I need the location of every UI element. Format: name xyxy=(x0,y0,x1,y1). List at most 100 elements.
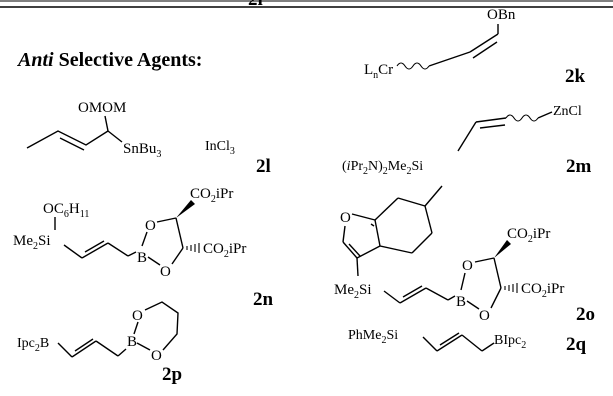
double-bond xyxy=(74,338,94,352)
methyl-bond xyxy=(424,185,443,207)
hash-bond xyxy=(186,243,200,253)
compound-id-2o: 2o xyxy=(576,304,595,325)
label-oxygen: O xyxy=(462,258,473,274)
compound-2q: PhMe2Si BIpc2 2q xyxy=(348,328,587,355)
compound-id-2q: 2q xyxy=(566,334,587,355)
bond xyxy=(383,290,401,304)
label-incl3: InCl3 xyxy=(205,139,235,157)
bond xyxy=(461,334,483,352)
bond xyxy=(107,130,123,143)
wavy-bond xyxy=(396,62,430,70)
bond xyxy=(466,300,480,310)
bond xyxy=(356,245,381,259)
bond xyxy=(57,342,73,358)
label-co2ipr: CO2iPr xyxy=(521,281,564,300)
label-boron: B xyxy=(137,250,147,266)
label-omom: OMOM xyxy=(78,100,126,116)
label-oxygen: O xyxy=(160,264,171,280)
compound-2k: LnCr OBn 2k xyxy=(364,7,586,87)
label-co2ipr: CO2iPr xyxy=(507,226,550,245)
bond xyxy=(537,111,553,119)
bond xyxy=(95,340,119,357)
bond xyxy=(136,342,151,351)
double-bond xyxy=(81,242,109,259)
bond xyxy=(379,245,413,254)
label-furan-oxygen: O xyxy=(340,210,351,226)
label-oxygen: O xyxy=(151,348,162,364)
section-heading: Anti Selective Agents: xyxy=(16,49,202,71)
fragment-label: 2i xyxy=(248,0,263,10)
bond xyxy=(133,321,139,335)
double-bond xyxy=(479,124,506,129)
label-bipc2: BIpc2 xyxy=(494,333,526,351)
bond xyxy=(342,241,358,259)
compound-2n: OC6H11 Me2Si B O O CO2iPr CO2iPr 2n xyxy=(13,186,274,310)
double-bond xyxy=(348,243,361,257)
bond xyxy=(156,217,177,223)
double-bond xyxy=(71,340,97,358)
ring-carbons xyxy=(144,301,179,351)
compound-id-2n: 2n xyxy=(253,289,274,310)
label-boron: B xyxy=(127,334,137,350)
hash-bond xyxy=(504,283,518,293)
carbon-chain xyxy=(26,130,109,149)
label-phme2si: PhMe2Si xyxy=(348,328,398,346)
bond xyxy=(481,342,495,352)
compound-2p: Ipc2B B O O 2p xyxy=(17,301,182,385)
bond xyxy=(424,205,433,234)
bond xyxy=(490,287,502,309)
bond xyxy=(63,244,83,259)
double-bond xyxy=(436,334,463,352)
bond xyxy=(356,257,359,277)
label-snbu3: SnBu3 xyxy=(123,141,161,160)
label-oxygen: O xyxy=(132,308,143,324)
compound-2o: O Me2Si B O O CO2iPr xyxy=(334,185,595,325)
bond xyxy=(425,287,449,301)
double-bond xyxy=(439,332,460,346)
bond xyxy=(351,213,376,221)
double-bond xyxy=(59,137,85,151)
wedge-bond xyxy=(494,240,511,258)
label-lncr: LnCr xyxy=(364,62,393,81)
bond xyxy=(428,51,471,67)
bond xyxy=(447,295,456,301)
label-obn: OBn xyxy=(487,7,516,23)
label-me2si: Me2Si xyxy=(334,282,372,301)
label-me2si: Me2Si xyxy=(13,233,51,252)
label-oxygen: O xyxy=(145,218,156,234)
double-bond xyxy=(370,223,375,227)
compound-id-2m: 2m xyxy=(566,156,592,177)
bond xyxy=(493,257,502,289)
bond xyxy=(342,225,346,243)
label-zncl: ZnCl xyxy=(553,104,582,119)
compound-2l: OMOM SnBu3 InCl3 2l xyxy=(26,100,271,177)
compound-id-2k: 2k xyxy=(565,66,586,87)
bond xyxy=(171,247,184,265)
compound-id-2l: 2l xyxy=(256,156,271,177)
bond xyxy=(374,219,381,247)
bond xyxy=(175,217,184,249)
double-bond xyxy=(475,117,507,123)
compound-2m: (iPr2N)2Me2Si ZnCl 2m xyxy=(342,104,592,177)
bond xyxy=(457,121,477,152)
bond xyxy=(104,115,109,132)
label-ipc2b: Ipc2B xyxy=(17,336,49,354)
label-oxygen: O xyxy=(479,308,490,324)
label-co2ipr: CO2iPr xyxy=(190,186,233,205)
label-ipr2n-me2si: (iPr2N)2Me2Si xyxy=(342,159,423,177)
label-oc6h11: OC6H11 xyxy=(43,201,89,220)
bond xyxy=(117,348,127,357)
double-bond xyxy=(469,33,499,53)
double-bond xyxy=(399,287,427,304)
double-bond xyxy=(472,41,498,59)
compound-id-2p: 2p xyxy=(162,364,182,385)
wedge-bond xyxy=(176,200,195,218)
bond xyxy=(141,231,148,247)
bond xyxy=(374,197,399,221)
bond xyxy=(147,256,161,266)
wavy-bond xyxy=(505,114,539,122)
bond xyxy=(107,242,129,257)
bond xyxy=(411,232,433,254)
